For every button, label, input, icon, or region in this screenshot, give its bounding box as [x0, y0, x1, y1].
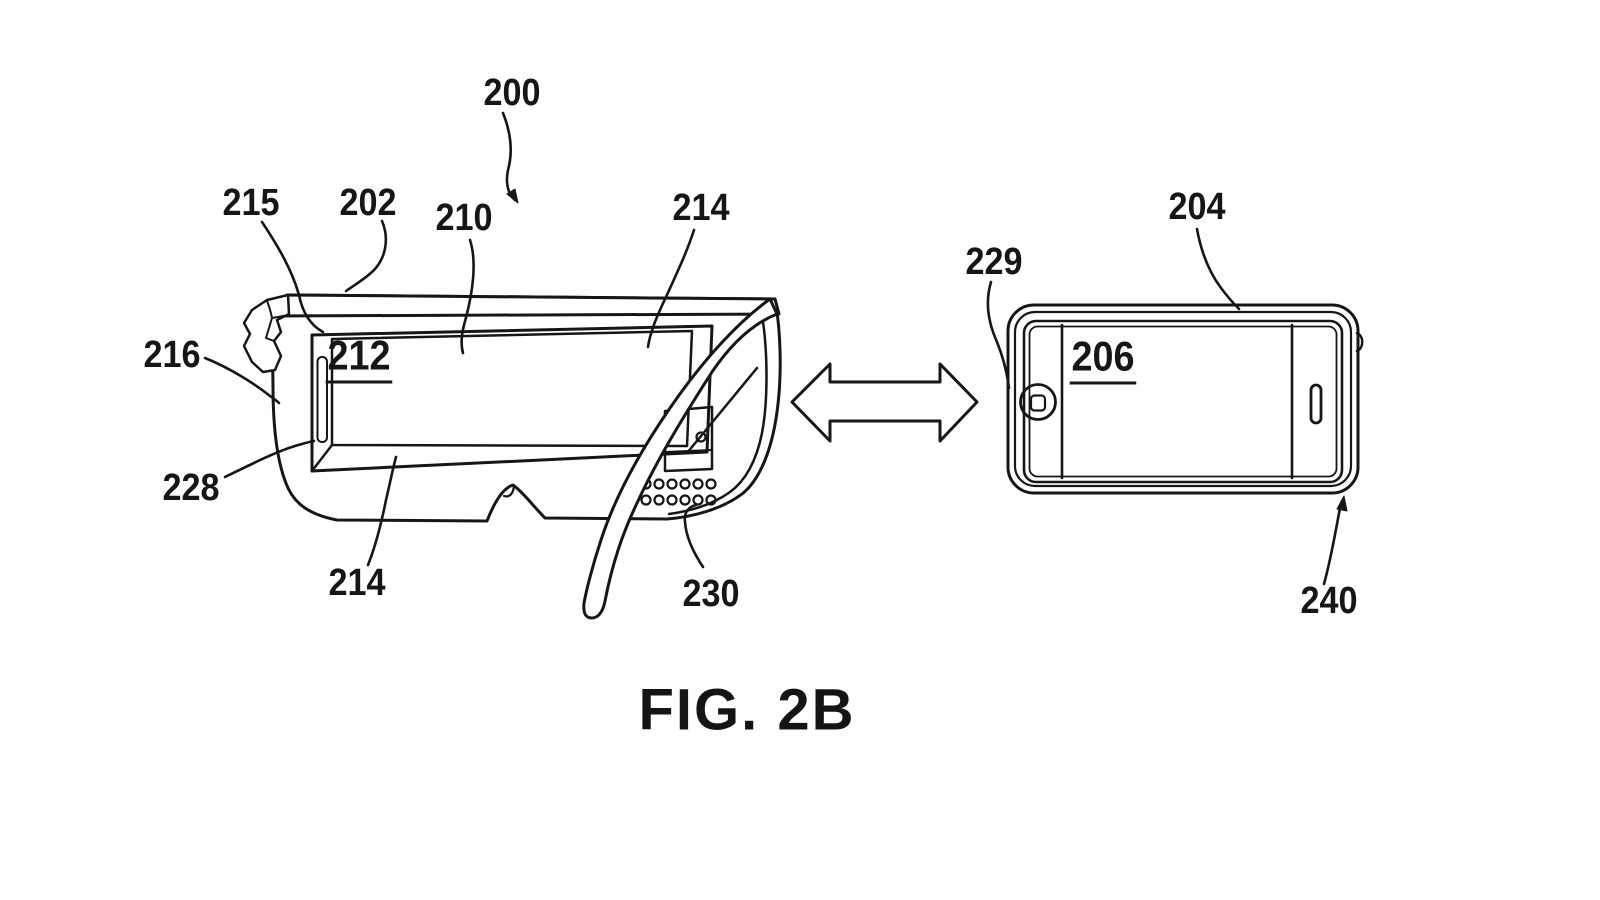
- ref-label-216: 216: [143, 334, 201, 376]
- phone-body-inner-line: [1013, 310, 1353, 488]
- ref-label-215: 215: [222, 182, 280, 224]
- ref-label-214-top: 214: [672, 187, 730, 229]
- phone-outer-body: [1006, 303, 1360, 495]
- left-clip-facets: [265, 300, 290, 342]
- goggles-right-inner-edge: [667, 313, 768, 516]
- panel-diagonal-edge: [685, 366, 759, 455]
- smartphone-drawing: [1006, 303, 1364, 495]
- ref-label-230: 230: [682, 573, 740, 615]
- home-button-square-icon: [1029, 394, 1047, 412]
- side-panel-button: [695, 431, 707, 443]
- nose-bridge-curl: [502, 484, 515, 498]
- leader-200: [501, 111, 517, 202]
- side-button-notch: [1355, 331, 1364, 353]
- ref-label-202: 202: [339, 182, 397, 224]
- bidirectional-arrow: [790, 362, 979, 443]
- ref-label-204: 204: [1168, 186, 1226, 228]
- leader-215: [260, 220, 325, 334]
- ref-label-210: 210: [435, 197, 493, 239]
- ref-label-200: 200: [483, 72, 541, 114]
- ref-label-212: 212: [325, 334, 393, 384]
- leader-240-arrowhead: [1336, 495, 1348, 512]
- leader-216: [203, 356, 281, 405]
- leader-228: [223, 439, 316, 479]
- phone-bezel: [1022, 319, 1344, 484]
- display-corner-edge: [310, 443, 334, 473]
- ref-label-206: 206: [1069, 335, 1137, 385]
- hmd-goggles-drawing: [242, 293, 782, 620]
- leader-214-top: [646, 228, 696, 349]
- home-button-icon: [1019, 383, 1057, 421]
- side-slot: [316, 356, 328, 443]
- ref-label-240: 240: [1300, 580, 1358, 622]
- leader-240: [1322, 499, 1344, 586]
- leader-214-bottom: [366, 455, 398, 567]
- display-screen: [330, 329, 694, 448]
- top-bar: [268, 293, 781, 318]
- ref-label-228: 228: [162, 467, 220, 509]
- head-strap: [582, 297, 779, 620]
- ref-label-214-bottom: 214: [328, 562, 386, 604]
- leader-204: [1195, 227, 1241, 311]
- leader-202: [344, 219, 388, 293]
- leader-230: [683, 503, 705, 569]
- phone-bezel-inner-line: [1028, 325, 1338, 478]
- leader-200-arrowhead: [506, 188, 519, 204]
- leader-229: [986, 280, 1011, 390]
- vent-dot-grid: [640, 478, 717, 506]
- leader-210: [460, 238, 475, 355]
- figure-caption: FIG. 2B: [638, 677, 856, 743]
- ref-label-229: 229: [965, 241, 1023, 283]
- earpiece-speaker-slot: [1309, 383, 1323, 425]
- leader-lines: [203, 111, 1348, 586]
